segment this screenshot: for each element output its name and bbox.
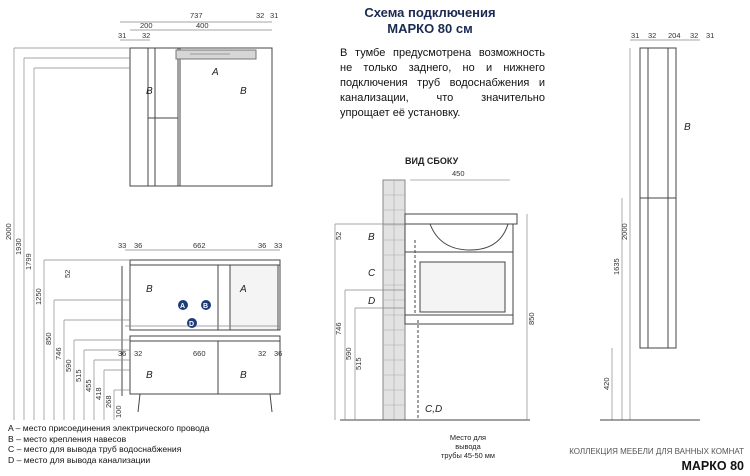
- dim-right-32b: 32: [690, 31, 698, 40]
- dim-right-32: 32: [648, 31, 656, 40]
- dim-v-1930: 1930: [14, 238, 23, 255]
- side-view: [334, 179, 530, 421]
- point-a-icon: [178, 300, 188, 310]
- dim-v-590: 590: [64, 359, 73, 372]
- marker-b-lower-right: B: [240, 370, 247, 381]
- dim-front-31: 31: [118, 31, 126, 40]
- dim-v-1799: 1799: [24, 253, 33, 270]
- dim-v-455: 455: [84, 379, 93, 392]
- dim-front-31b: 31: [270, 11, 278, 20]
- dim-v-2000: 2000: [4, 223, 13, 240]
- dim-v-268: 268: [104, 395, 113, 408]
- marker-a-vanity: A: [239, 284, 247, 295]
- dim-low-32b: 32: [258, 349, 266, 358]
- dim-v-746: 746: [54, 347, 63, 360]
- marker-b-top-left: B: [146, 86, 153, 97]
- dim-side-746: 746: [334, 322, 343, 335]
- point-d-label: D: [189, 321, 194, 328]
- legend-item-a: A – место присоединения электрического п…: [8, 423, 210, 433]
- marker-a-top: A: [211, 67, 219, 78]
- dim-side-52: 52: [334, 232, 343, 240]
- title-line-1: Схема подключения: [364, 5, 496, 20]
- dim-front-200: 200: [140, 21, 153, 30]
- legend: A – место присоединения электрического п…: [8, 423, 209, 465]
- legend-item-d: D – место для вывода канализации: [8, 454, 151, 465]
- description-text: В тумбе предусмотрена возможность не тол…: [340, 47, 545, 119]
- dim-front-400: 400: [196, 21, 209, 30]
- marker-b-side: B: [368, 232, 375, 243]
- side-profile-tall-case: [600, 39, 700, 421]
- dim-v-418: 418: [94, 387, 103, 400]
- dim-v-515: 515: [74, 369, 83, 382]
- dim-right-2000: 2000: [620, 223, 629, 240]
- dim-cab-36b: 36: [258, 241, 266, 250]
- marker-b-vanity-left: B: [146, 284, 153, 295]
- dim-side-590: 590: [344, 347, 353, 360]
- pipe-note-line-2: вывода: [455, 442, 481, 451]
- model-label: МАРКО 80: [681, 459, 744, 473]
- dim-side-450: 450: [452, 169, 465, 178]
- diagram-title: Схема подключения МАРКО 80 см: [330, 5, 530, 37]
- collection-label: КОЛЛЕКЦИЯ МЕБЕЛИ ДЛЯ ВАННЫХ КОМНАТ: [569, 447, 744, 456]
- dim-side-515: 515: [354, 357, 363, 370]
- point-d-icon: [187, 318, 197, 328]
- dim-low-36: 36: [118, 349, 126, 358]
- dim-cab-36: 36: [134, 241, 142, 250]
- legend-item-b: B – место крепления навесов: [8, 433, 127, 444]
- marker-c-side: C: [368, 268, 376, 279]
- marker-b-top-right: B: [240, 86, 247, 97]
- dim-right-204: 204: [668, 31, 681, 40]
- dim-side-850: 850: [527, 312, 536, 325]
- side-view-label: ВИД СБОКУ: [405, 156, 459, 166]
- dim-low-32: 32: [134, 349, 142, 358]
- dim-front-width: 737: [190, 11, 203, 20]
- dim-right-420: 420: [602, 377, 611, 390]
- dim-front-32b: 32: [256, 11, 264, 20]
- legend-item-c: C – место для вывода труб водоснабжения: [8, 444, 182, 455]
- point-b-icon: [201, 300, 211, 310]
- marker-cd-side: C,D: [425, 404, 442, 415]
- dim-right-31: 31: [631, 31, 639, 40]
- dim-cab-33: 33: [118, 241, 126, 250]
- title-line-2: МАРКО 80 см: [387, 21, 473, 36]
- marker-b-right: B: [684, 122, 691, 133]
- dim-cab-662: 662: [193, 241, 206, 250]
- pipe-note: Место для вывода трубы 45-50 мм: [438, 433, 498, 460]
- dim-front-32: 32: [142, 31, 150, 40]
- dim-v-850: 850: [44, 332, 53, 345]
- dim-low-660: 660: [193, 349, 206, 358]
- dim-cab-33b: 33: [274, 241, 282, 250]
- pipe-note-line-1: Место для: [449, 433, 487, 442]
- dim-right-31b: 31: [706, 31, 714, 40]
- dim-v-1250: 1250: [34, 288, 43, 305]
- marker-d-side: D: [368, 296, 375, 307]
- dim-cab-52: 52: [63, 270, 72, 278]
- front-vanity-cabinet: [121, 259, 281, 413]
- dim-right-1635: 1635: [612, 258, 621, 275]
- dim-low-36b: 36: [274, 349, 282, 358]
- dim-v-100: 100: [114, 405, 123, 418]
- marker-b-lower-left: B: [146, 370, 153, 381]
- point-a-label: A: [180, 303, 185, 310]
- front-dimension-lines: [13, 21, 280, 420]
- pipe-note-line-3: трубы 45-50 мм: [441, 451, 495, 460]
- point-b-label: B: [203, 303, 208, 310]
- front-upper-cabinet: [129, 47, 273, 187]
